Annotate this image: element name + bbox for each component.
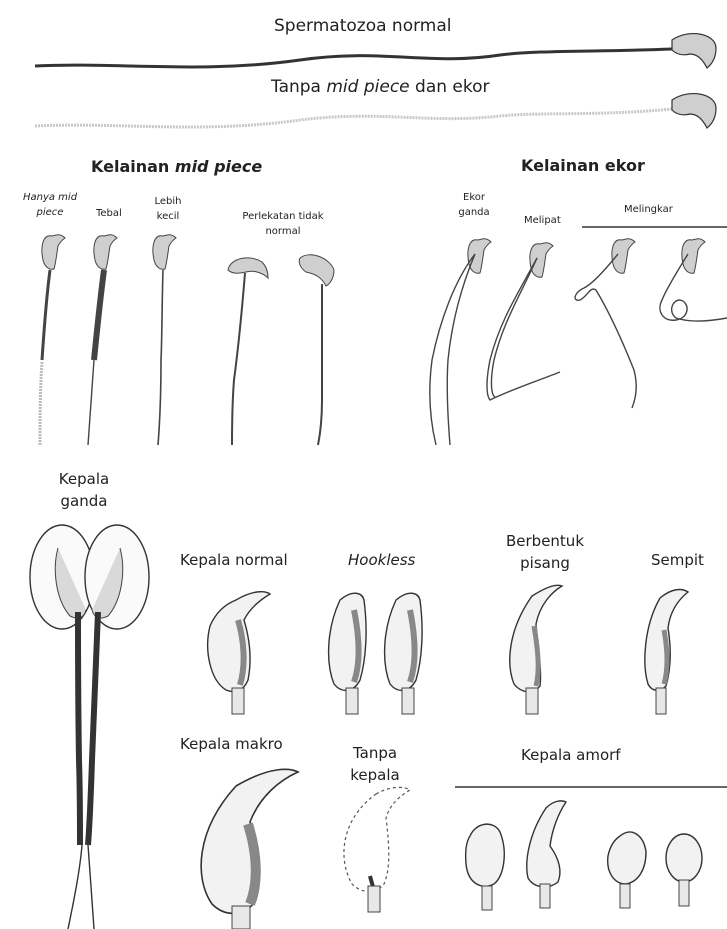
pisang-drawing (510, 585, 562, 714)
normal-sperm-drawing (35, 34, 716, 68)
sempit-drawing (645, 590, 688, 714)
melingkar-drawing-1 (575, 239, 636, 408)
sempit-label: Sempit (651, 551, 704, 569)
midpiece-title-prefix: Kelainan (91, 157, 175, 176)
ekor-title: Kelainan ekor (521, 156, 645, 175)
tanpa-suffix: dan ekor (410, 77, 490, 97)
perlekatan-line2: normal (228, 224, 338, 239)
ekor-ganda-line1: Ekor (454, 190, 494, 205)
normal-label: Spermatozoa normal (274, 16, 452, 36)
ekor-ganda-drawing (430, 239, 491, 445)
kepala-makro-drawing (201, 769, 298, 929)
hanya-midpiece-label: Hanya mid piece (14, 190, 86, 220)
perlekatan-label: Perlekatan tidak normal (228, 209, 338, 239)
kepala-normal-drawing (208, 592, 270, 714)
tanpa-italic: mid piece (326, 77, 409, 97)
tebal-label: Tebal (96, 206, 122, 221)
pisang-line2: pisang (497, 552, 593, 574)
kepala-ganda-drawing (30, 525, 149, 929)
pisang-label: Berbentuk pisang (497, 530, 593, 574)
melipat-label: Melipat (524, 213, 561, 228)
tebal-drawing (88, 235, 117, 445)
hookless-label: Hookless (348, 551, 415, 569)
kepala-makro-label: Kepala makro (180, 735, 283, 753)
perlekatan-drawing-1 (228, 258, 268, 445)
tanpa-midpiece-label: Tanpa mid piece dan ekor (271, 77, 490, 97)
kepala-ganda-label: Kepala ganda (44, 468, 124, 512)
tanpa-kepala-line2: kepala (344, 764, 406, 786)
tanpa-kepala-label: Tanpa kepala (344, 742, 406, 786)
lebih-line2: kecil (150, 209, 186, 224)
hanya-midpiece-drawing (40, 235, 65, 445)
midpiece-title: Kelainan mid piece (91, 157, 262, 176)
hanya-line2: piece (14, 205, 86, 220)
hanya-line1: Hanya (23, 192, 58, 203)
pisang-line1: Berbentuk (497, 530, 593, 552)
kepala-amorf-label: Kepala amorf (521, 746, 621, 764)
kepala-normal-label: Kepala normal (180, 551, 288, 569)
tanpa-prefix: Tanpa (271, 77, 326, 97)
hanya-line1-italic: mid (58, 192, 77, 203)
melingkar-drawing-2 (660, 239, 727, 321)
lebih-kecil-drawing (153, 235, 176, 445)
lebih-kecil-label: Lebih kecil (150, 194, 186, 224)
no-midpiece-sperm-drawing (35, 94, 716, 128)
tanpa-kepala-line1: Tanpa (344, 742, 406, 764)
ekor-ganda-label: Ekor ganda (454, 190, 494, 220)
ekor-ganda-line2: ganda (454, 205, 494, 220)
kepala-ganda-line2: ganda (44, 490, 124, 512)
kepala-ganda-line1: Kepala (44, 468, 124, 490)
perlekatan-line1: Perlekatan tidak (228, 209, 338, 224)
lebih-line1: Lebih (150, 194, 186, 209)
midpiece-title-italic: mid piece (175, 157, 262, 176)
kepala-amorf-drawing (466, 801, 702, 910)
melipat-drawing (487, 243, 560, 400)
hookless-drawing (329, 593, 422, 714)
perlekatan-drawing-2 (299, 255, 334, 445)
melingkar-label: Melingkar (624, 202, 673, 217)
tanpa-kepala-drawing (344, 787, 410, 912)
